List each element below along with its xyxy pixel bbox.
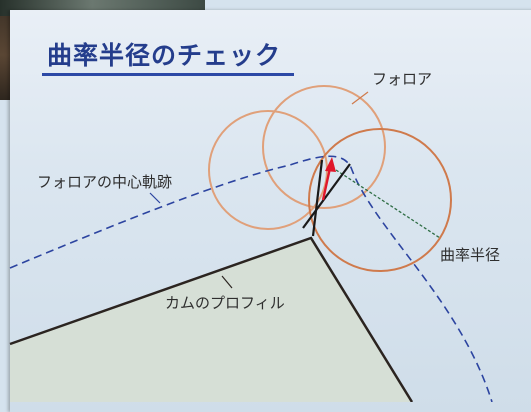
cam-label-leader [221,275,233,289]
follower-label-leader [351,91,369,105]
normal-line-b [302,163,351,229]
radius-guide-line [335,169,441,239]
cam-follower-diagram [9,85,493,402]
follower-label: フォロア [372,70,433,88]
slide-title: 曲率半径のチェック [47,41,282,70]
normal-line-a [311,159,324,237]
follower-center-path-label: フォロアの中心軌跡 [37,173,173,191]
curvature-arrow [321,167,332,201]
radius-of-curvature-label: 曲率半径 [440,246,501,264]
cam-profile-label: カムのプロフィル [165,294,285,312]
follower-center-path [9,155,493,402]
follower-circle-top [262,85,386,209]
title-underline [42,73,294,76]
path-label-leader [149,192,161,204]
cam-body [10,238,412,402]
cam-profile-line [9,236,414,402]
follower-circle-right [308,128,452,272]
curvature-arrowhead [325,157,336,172]
